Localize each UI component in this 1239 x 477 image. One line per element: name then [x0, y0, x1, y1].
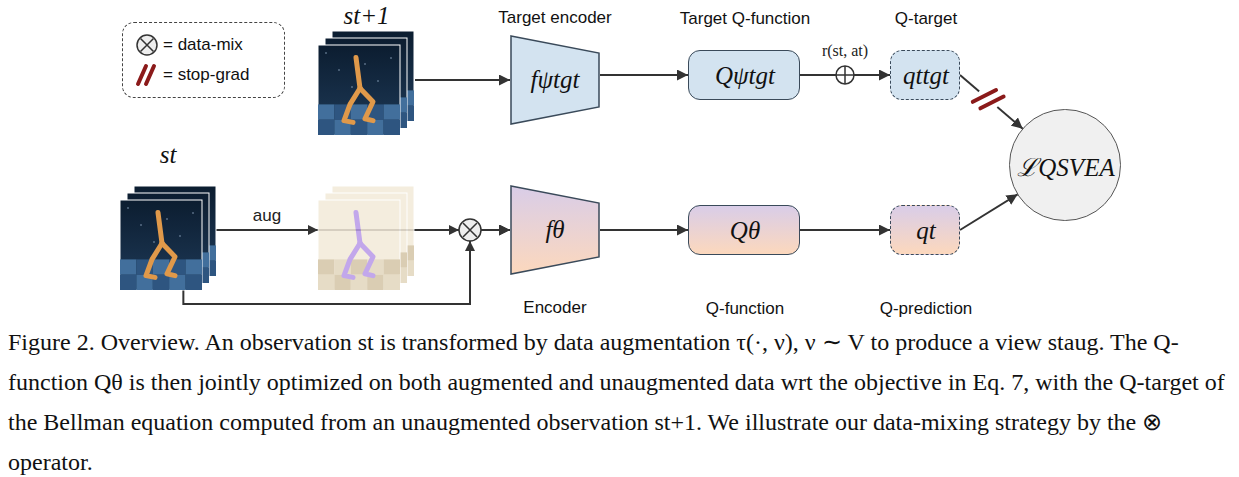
arrow-connector — [960, 194, 1018, 230]
arrow-connector — [960, 75, 1023, 129]
math-symbol: Qθ — [730, 217, 760, 245]
arrow-connector — [600, 229, 688, 231]
math-symbol: fψtgt — [531, 66, 580, 94]
loss-circle: ℒQSVEA — [1009, 109, 1120, 220]
edge-label: aug — [251, 206, 283, 226]
math-symbol: st — [160, 141, 177, 169]
frame-stack — [318, 31, 414, 135]
frame-stack — [318, 186, 414, 290]
observation-stack: st+1 — [318, 30, 415, 135]
function-box: qtQ-prediction — [890, 205, 960, 255]
math-symbol: fθ — [545, 216, 564, 244]
figure-caption: Figure 2. Overview. An observation st is… — [8, 322, 1230, 477]
math-symbol: ℒQSVEA — [1017, 149, 1114, 183]
data-mix-symbol — [459, 219, 481, 241]
observation-stack: st — [120, 170, 216, 290]
legend-box: = data-mix = stop-grad — [122, 22, 285, 98]
encoder-trapezoid: Target encoderfψtgt — [510, 35, 600, 125]
math-symbol: st+1 — [343, 2, 389, 30]
node-heading: Target Q-function — [680, 9, 810, 29]
augmented-frame — [318, 200, 400, 290]
arrow-head — [449, 225, 459, 235]
arrow-head — [465, 241, 475, 251]
arrow-connector — [415, 79, 510, 81]
arrow-connector — [800, 229, 890, 231]
node-heading: Q-target — [895, 9, 957, 29]
arrow-head — [308, 225, 318, 235]
function-box: Q-targetqttgt — [890, 50, 960, 100]
arrow-connector — [600, 74, 688, 76]
stop-grad-mark — [970, 81, 1006, 118]
frame-stack — [120, 186, 216, 290]
legend-entry: = data-mix — [135, 33, 243, 57]
function-box: QθQ-function — [688, 205, 800, 255]
math-symbol: Qψtgt — [715, 62, 775, 90]
math-symbol: qt — [916, 217, 935, 245]
math-symbol: qttgt — [903, 62, 949, 90]
stop-grad-swatch — [135, 63, 159, 87]
function-box: Target Q-functionQψtgt — [688, 50, 800, 100]
node-heading: Q-function — [706, 299, 784, 319]
legend-entry: = stop-grad — [135, 63, 249, 87]
data-mix-swatch — [135, 33, 159, 57]
observation-frame — [318, 45, 400, 135]
node-heading: Target encoder — [498, 8, 611, 28]
node-heading: Q-prediction — [880, 299, 973, 319]
legend-text: = data-mix — [163, 35, 243, 55]
legend-text: = stop-grad — [163, 65, 249, 85]
add-symbol — [836, 66, 854, 84]
node-heading: Encoder — [523, 298, 586, 318]
encoder-trapezoid: fθEncoder — [510, 185, 600, 275]
observation-frame — [120, 200, 202, 290]
edge-label: r(st, at) — [820, 42, 870, 60]
